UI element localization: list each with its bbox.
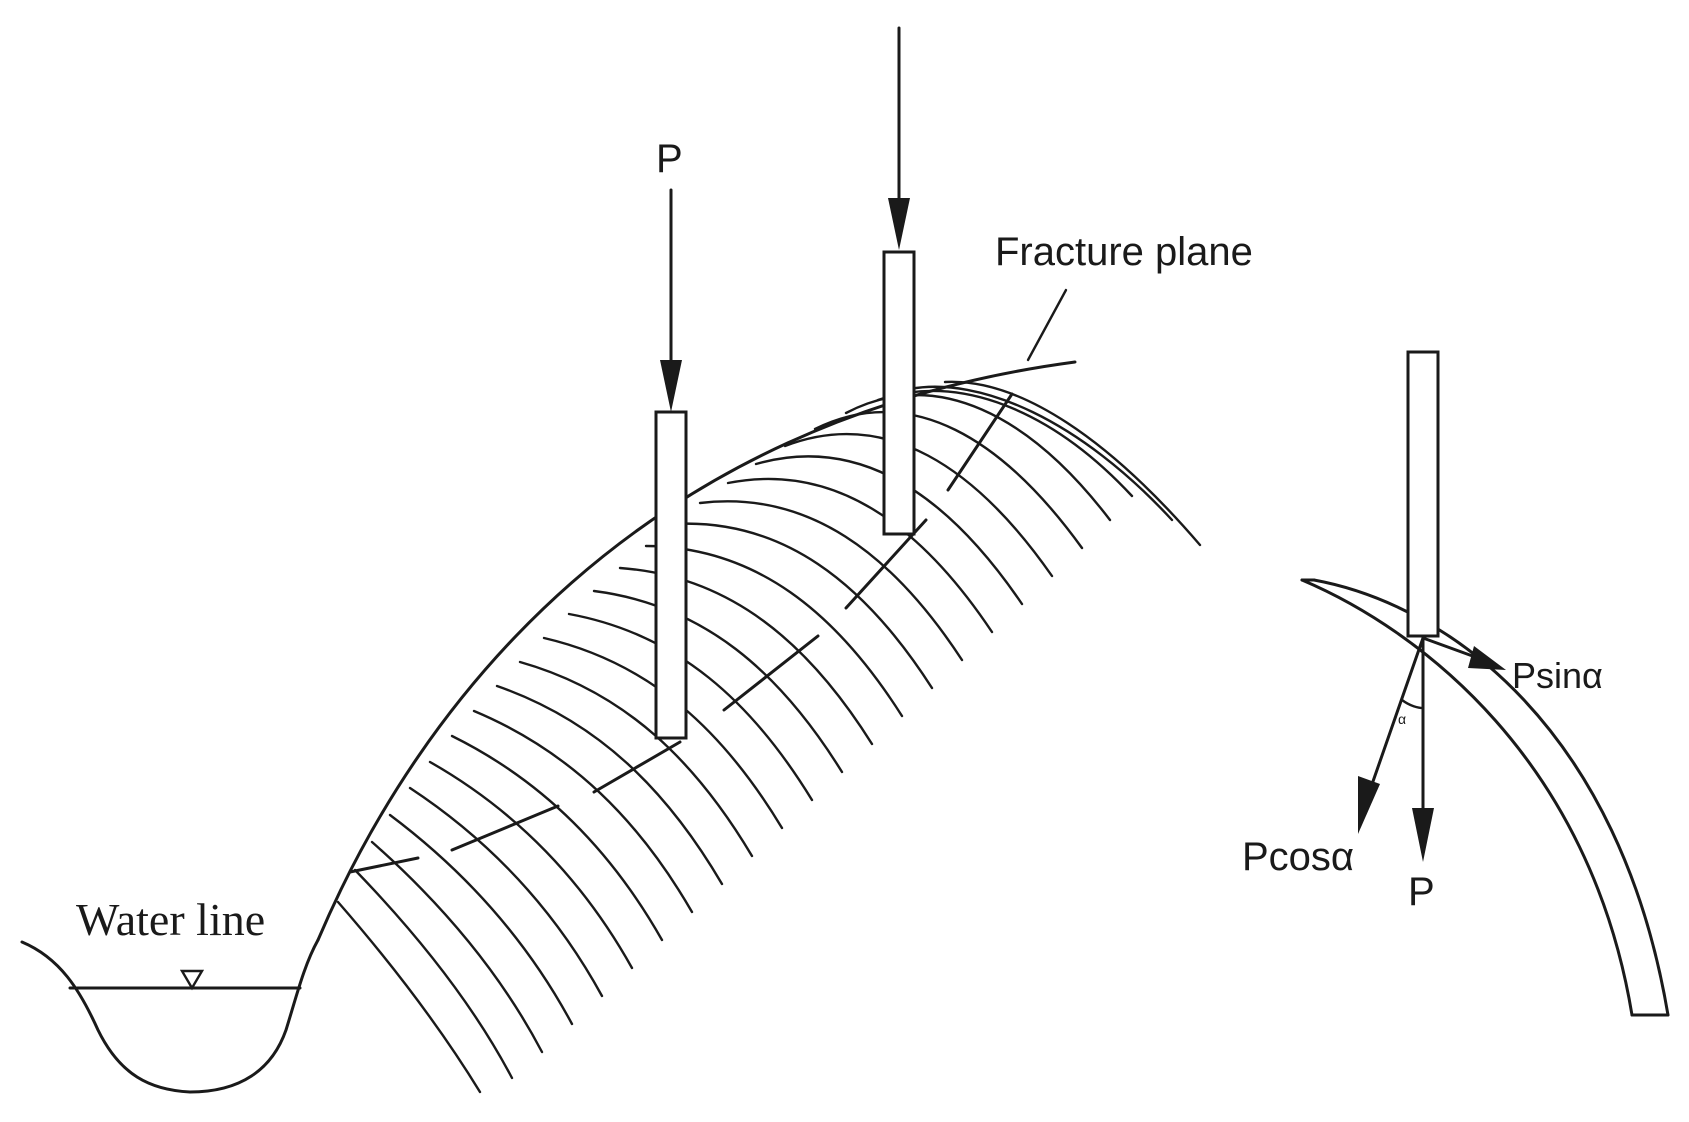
rock-layer-outer-edge <box>1300 578 1634 1017</box>
bedding-layer <box>567 612 814 802</box>
bedding-layer <box>592 589 844 774</box>
load-label-left: P <box>656 137 683 181</box>
force-detail: P Pcosα Psinα α <box>1242 350 1670 1017</box>
bedding-layer <box>495 684 724 886</box>
bedding-layer <box>783 432 1054 578</box>
pile-right <box>882 250 916 536</box>
bedding-layer <box>472 709 694 914</box>
load-arrow-left-head <box>660 360 682 412</box>
pile-detail <box>1406 350 1440 638</box>
force-pcos-label: Pcosα <box>1242 835 1354 879</box>
bedding-layer <box>644 544 904 718</box>
bedding-layer <box>408 786 604 998</box>
bedding-layer <box>428 760 634 970</box>
angle-arc <box>1400 698 1425 710</box>
alpha-label: α <box>1398 711 1406 727</box>
bedding-layer <box>908 385 1174 522</box>
river-bed <box>20 938 320 1094</box>
bedding-layers <box>336 380 1202 1094</box>
bedding-layer <box>671 522 934 690</box>
force-psin-shaft <box>1421 636 1480 660</box>
bedding-layer <box>370 840 544 1054</box>
bedding-layer <box>353 868 514 1080</box>
fracture-plane-leader <box>1026 288 1068 362</box>
bedding-layer <box>388 813 574 1026</box>
fracture-plane-label: Fracture plane <box>995 230 1253 274</box>
rock-layer-inner-edge <box>1312 578 1670 1017</box>
bedding-layer <box>813 411 1084 550</box>
slope-section: Fracture plane P Water line <box>20 26 1253 1094</box>
pile-left <box>654 410 688 740</box>
water-line-label: Water line <box>76 894 265 945</box>
slope-surface <box>316 360 1077 942</box>
bedding-layer <box>336 900 482 1094</box>
rock-layer-band <box>1302 580 1668 1015</box>
force-pcos-shaft <box>1368 636 1425 792</box>
force-psin-head <box>1468 646 1506 670</box>
bedding-layer <box>698 500 964 662</box>
force-psin-label: Psinα <box>1512 655 1603 696</box>
bedding-layer <box>450 734 664 942</box>
force-p-head <box>1412 808 1434 862</box>
load-arrow-right-head <box>888 198 910 250</box>
force-p-label: P <box>1408 870 1435 914</box>
bedding-layer <box>518 660 754 858</box>
bedding-layer <box>726 477 994 634</box>
force-pcos-head <box>1358 776 1380 834</box>
water-level-marker <box>179 969 205 991</box>
bedding-layer <box>943 380 1202 547</box>
